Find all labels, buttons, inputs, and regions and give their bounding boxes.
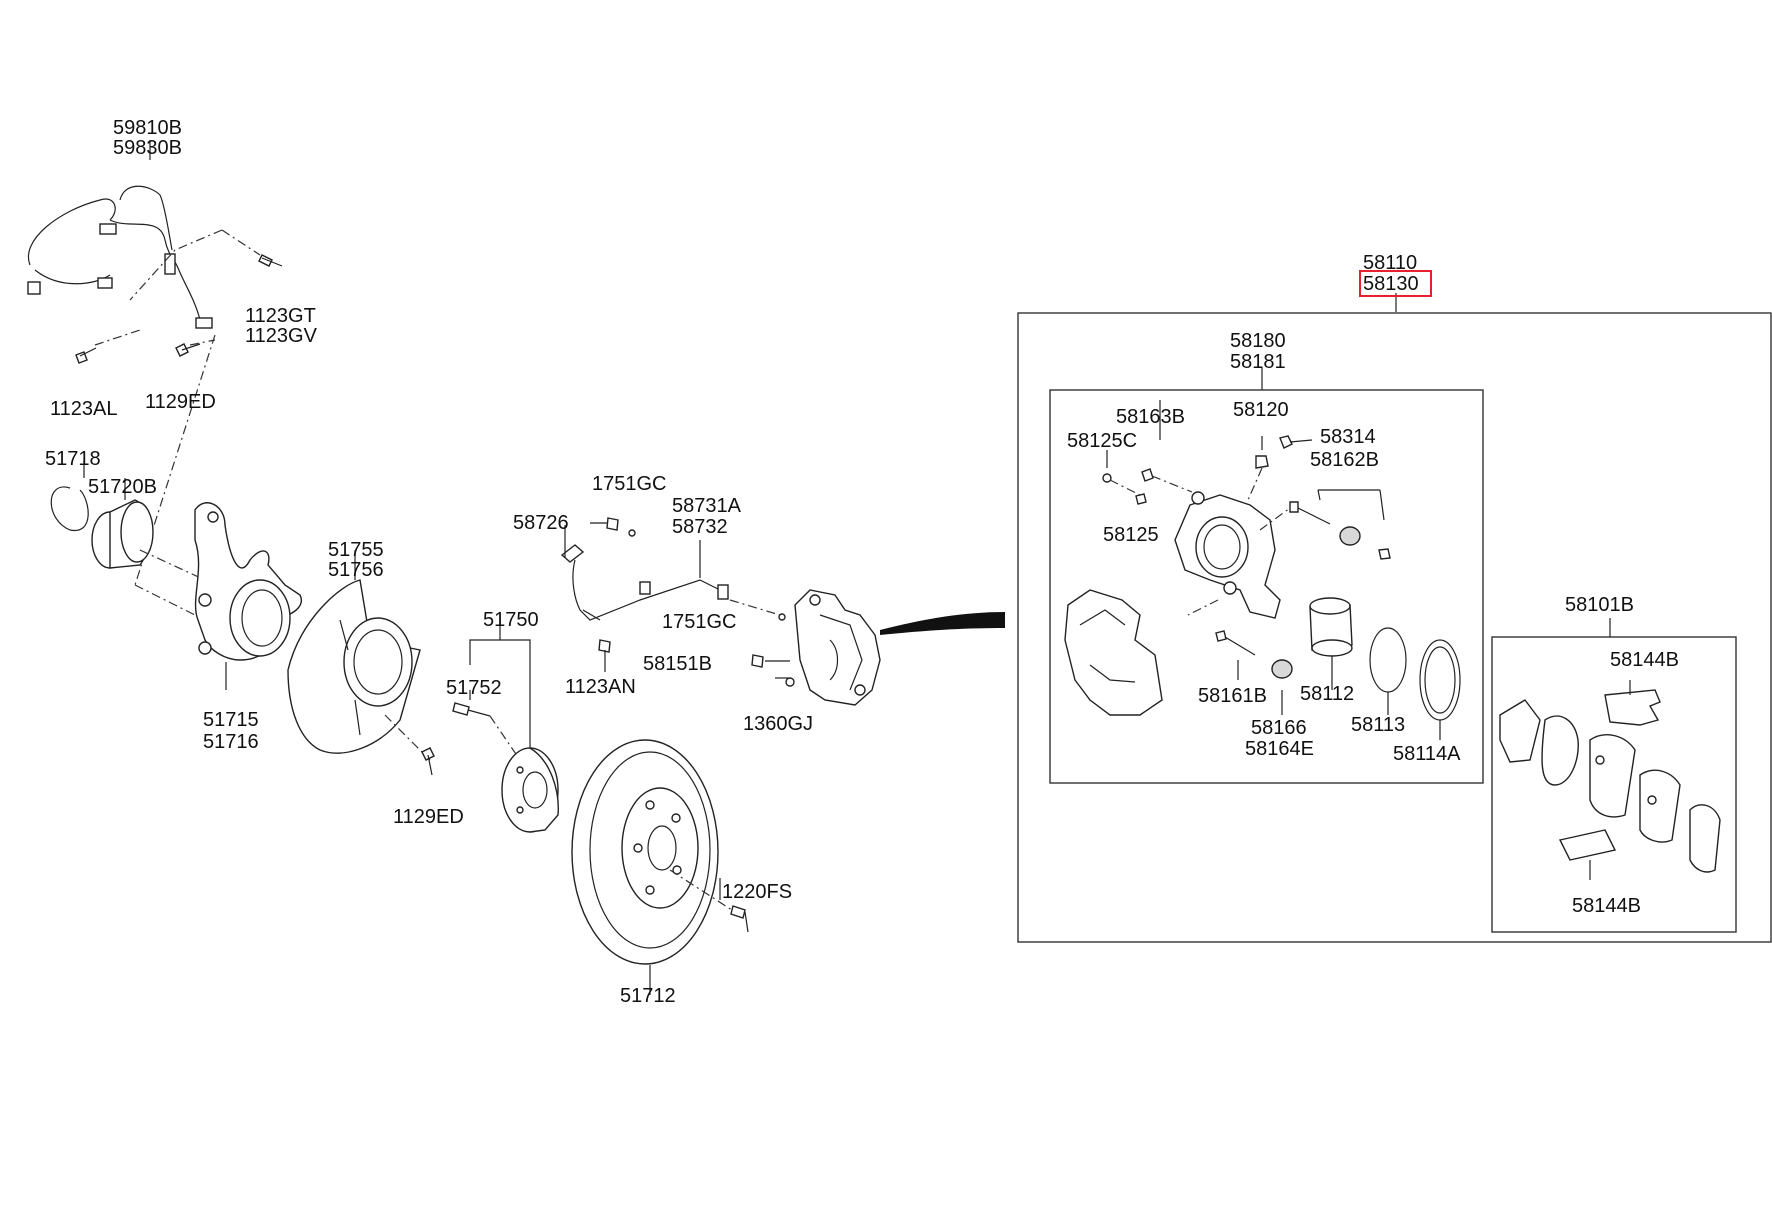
label-58726: 58726 [513, 512, 569, 534]
label-51752: 51752 [446, 677, 502, 699]
label-58120: 58120 [1233, 399, 1289, 421]
label-51718: 51718 [45, 448, 101, 470]
label-58110: 58110 [1363, 252, 1417, 274]
steering-knuckle-51715 [194, 502, 302, 690]
label-1751GC-a: 1751GC [592, 473, 667, 495]
label-58166: 58166 [1251, 717, 1307, 739]
label-58162B: 58162B [1310, 449, 1379, 471]
label-58181: 58181 [1230, 351, 1286, 373]
assembly-arrow [880, 612, 1005, 635]
label-58151B: 58151B [643, 653, 712, 675]
caliper-bracket [1064, 589, 1163, 716]
label-58114A: 58114A [1393, 743, 1461, 765]
label-58144B-bottom: 58144B [1572, 895, 1641, 917]
caliper-small-parts [1102, 400, 1461, 740]
caliper-kit-frame [1017, 270, 1772, 943]
brake-pad-kit [1499, 680, 1721, 880]
label-58101B: 58101B [1565, 594, 1634, 616]
label-51720B: 51720B [88, 476, 157, 498]
label-1129ED-a: 1129ED [145, 391, 216, 413]
label-58125: 58125 [1103, 524, 1159, 546]
part-labels: 59810B 59830B 1123GT 1123GV 1123AL 1129E… [45, 117, 1679, 1007]
label-58125C: 58125C [1067, 430, 1137, 452]
snap-ring-51718 [50, 460, 89, 531]
label-51750: 51750 [483, 609, 539, 631]
label-58130: 58130 [1363, 273, 1419, 295]
label-59830B: 59830B [113, 137, 182, 159]
label-51756: 51756 [328, 559, 384, 581]
label-51716: 51716 [203, 731, 259, 753]
label-51755: 51755 [328, 539, 384, 561]
label-1123AN: 1123AN [565, 676, 636, 698]
label-58112: 58112 [1300, 683, 1354, 705]
label-58144B-top: 58144B [1610, 649, 1679, 671]
abs-sensor-harness [27, 140, 283, 621]
label-58163B: 58163B [1116, 406, 1185, 428]
label-59810B: 59810B [113, 117, 182, 139]
brake-disc-51712 [571, 739, 749, 995]
label-1123AL: 1123AL [50, 398, 117, 420]
wheel-hub-51750 [452, 620, 559, 833]
brake-hose-58731A [560, 517, 786, 672]
wheel-bearing-51720B [91, 478, 206, 581]
label-58314: 58314 [1320, 426, 1376, 448]
label-1360GJ: 1360GJ [743, 713, 813, 735]
label-58731A: 58731A [672, 495, 742, 517]
caliper-body [1174, 491, 1281, 619]
highlight-box-58130 [1359, 270, 1432, 297]
label-1123GT: 1123GT [245, 305, 316, 327]
label-58164E: 58164E [1245, 738, 1314, 760]
caliper-assembly-center [751, 589, 881, 706]
label-1129ED-b: 1129ED [393, 806, 464, 828]
label-58732: 58732 [672, 516, 728, 538]
label-51715: 51715 [203, 709, 259, 731]
label-58113: 58113 [1351, 714, 1405, 736]
label-1123GV: 1123GV [245, 325, 318, 347]
label-51712: 51712 [620, 985, 676, 1007]
label-58161B: 58161B [1198, 685, 1267, 707]
label-1751GC-b: 1751GC [662, 611, 737, 633]
label-58180: 58180 [1230, 330, 1286, 352]
dust-cover-51755 [287, 550, 435, 776]
label-1220FS: 1220FS [722, 881, 792, 903]
